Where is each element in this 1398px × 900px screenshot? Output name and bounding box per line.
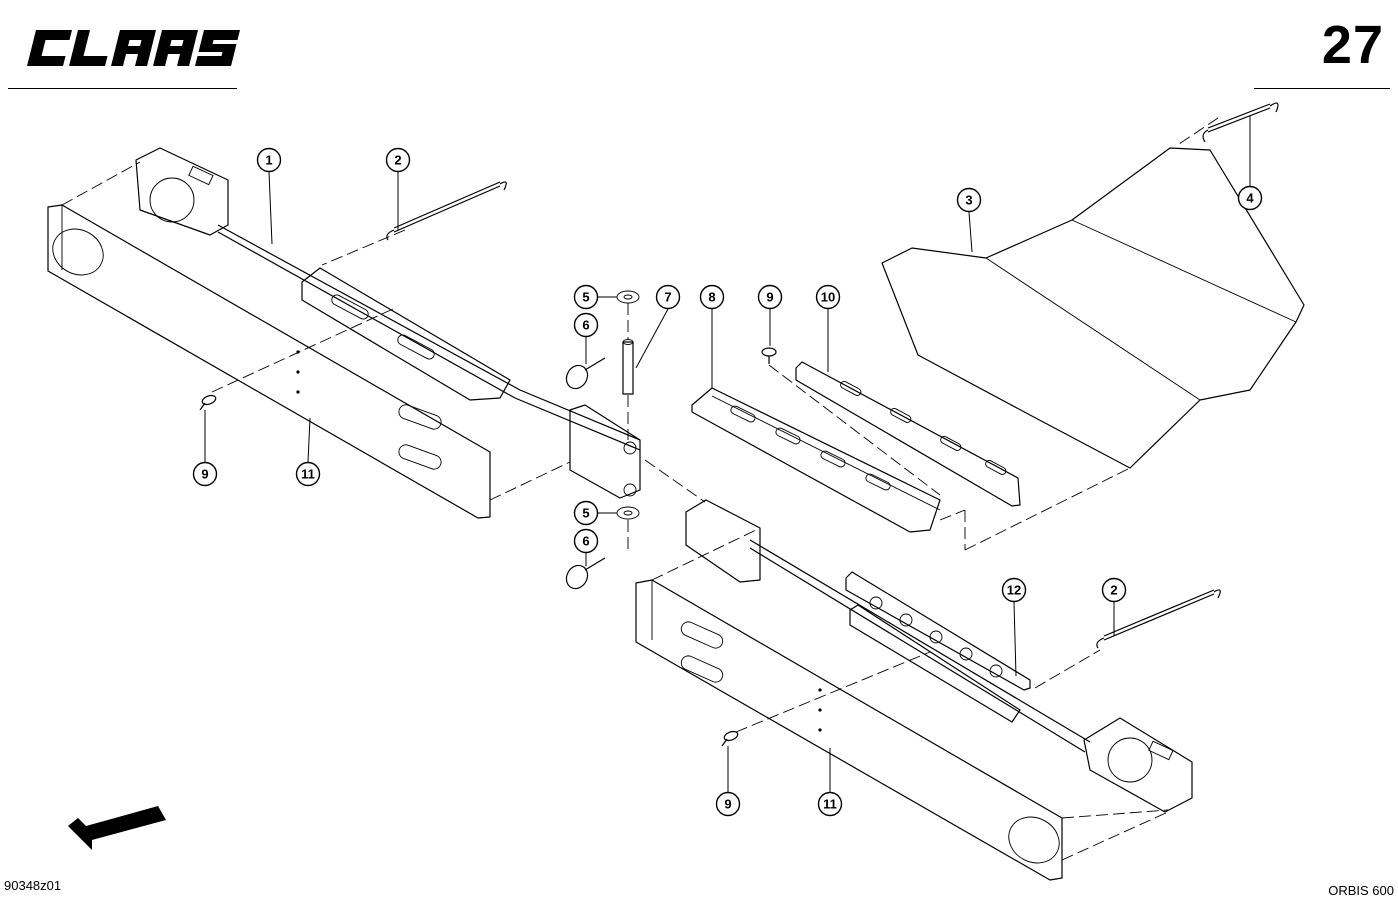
callout-9-left: 9 [192,461,218,487]
callout-7: 7 [655,284,681,310]
screw-9-middle [761,347,777,364]
claas-logo [27,30,241,66]
strip-12 [845,571,1031,723]
svg-text:11: 11 [301,467,315,482]
strip-10 [795,361,1021,507]
sheet-3 [881,147,1305,469]
callout-2-upper: 2 [385,147,411,173]
callout-2-lower: 2 [1101,577,1127,603]
washer-lower [616,506,640,520]
header-rule-right [1254,88,1390,89]
callout-12: 12 [1001,577,1027,603]
svg-text:6: 6 [582,534,589,549]
callout-5-upper: 5 [573,284,599,310]
spring-hook-2-lower [1096,589,1221,649]
washer-upper [616,290,640,304]
svg-text:2: 2 [394,153,401,168]
callout-6-lower: 6 [573,528,599,554]
svg-text:1: 1 [265,153,272,168]
callout-8: 8 [699,284,725,310]
svg-text:5: 5 [582,506,589,521]
svg-text:9: 9 [766,290,773,305]
callout-9-lower: 9 [715,791,741,817]
svg-text:12: 12 [1007,583,1021,598]
header-rule-left [8,88,237,89]
callout-6-upper: 6 [573,312,599,338]
callout-4: 4 [1237,185,1263,211]
spring-hook-4 [1202,102,1279,143]
cover-panel-lower-right [635,579,1063,881]
spring-hook-2-upper [386,181,507,241]
svg-text:7: 7 [664,290,671,305]
page-number: 27 [1321,15,1384,75]
beam-upper-left [135,147,641,499]
direction-arrow-icon [68,806,166,850]
linch-pin-lower [565,557,606,590]
svg-text:11: 11 [823,797,837,812]
channel-8 [691,387,941,533]
svg-text:3: 3 [965,193,972,208]
screw-9-lower [721,730,739,747]
svg-text:9: 9 [724,797,731,812]
document-code: 90348z01 [4,878,62,893]
callout-10: 10 [815,284,841,310]
model-name: ORBIS 600 [1328,883,1394,898]
svg-text:5: 5 [582,290,589,305]
callout-11-upper: 11 [295,461,321,487]
callout-3: 3 [956,187,982,213]
callout-1: 1 [256,147,282,173]
svg-text:8: 8 [708,290,715,305]
pin [622,339,634,395]
svg-text:6: 6 [582,318,589,333]
callout-5-lower: 5 [573,500,599,526]
linch-pin-upper [565,357,606,390]
callout-9-middle: 9 [757,284,783,310]
svg-text:9: 9 [201,467,208,482]
svg-text:4: 4 [1246,191,1254,206]
svg-text:10: 10 [821,290,835,305]
callout-11-lower: 11 [817,791,843,817]
svg-text:2: 2 [1110,583,1117,598]
screw-9-left [199,394,217,411]
beam-lower-right [685,499,1193,813]
